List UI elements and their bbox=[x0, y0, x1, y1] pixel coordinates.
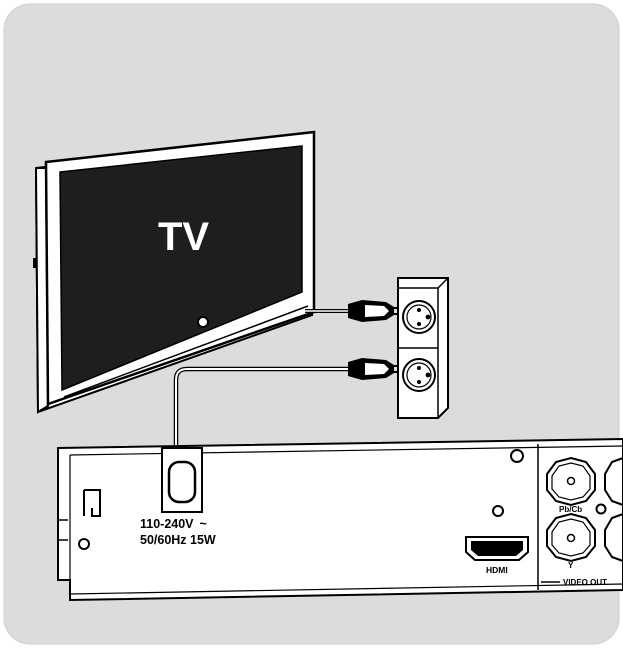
component-jack-icon bbox=[604, 512, 623, 563]
component-jack-icon bbox=[546, 512, 596, 563]
power-rating-voltage: 110-240V bbox=[140, 517, 194, 531]
component-y-label: Y bbox=[568, 561, 574, 570]
component-jack-icon bbox=[546, 456, 596, 507]
ac-symbol: ~ bbox=[200, 517, 207, 531]
hdmi-port-icon: HDMI bbox=[465, 536, 529, 575]
tv-icon: TV bbox=[33, 130, 316, 414]
power-rating-frequency: 50/60Hz 15W bbox=[140, 533, 216, 547]
dvd-player-rear-panel-icon: 110-240V ~ 50/60Hz 15W HDMI bbox=[57, 437, 623, 602]
svg-text:110-240V~: 110-240V ~ bbox=[140, 517, 207, 531]
tv-power-button bbox=[197, 316, 209, 328]
component-jack-icon bbox=[604, 456, 623, 507]
video-out-label: VIDEO OUT bbox=[563, 578, 607, 587]
wall-socket-icon bbox=[397, 277, 449, 419]
power-plug-icon bbox=[348, 358, 406, 380]
component-pb-label: Pb/Cb bbox=[559, 505, 582, 514]
power-cord-icon bbox=[173, 309, 352, 470]
tv-screen bbox=[59, 145, 303, 392]
tv-label: TV bbox=[158, 215, 209, 259]
hdmi-label: HDMI bbox=[486, 565, 508, 575]
